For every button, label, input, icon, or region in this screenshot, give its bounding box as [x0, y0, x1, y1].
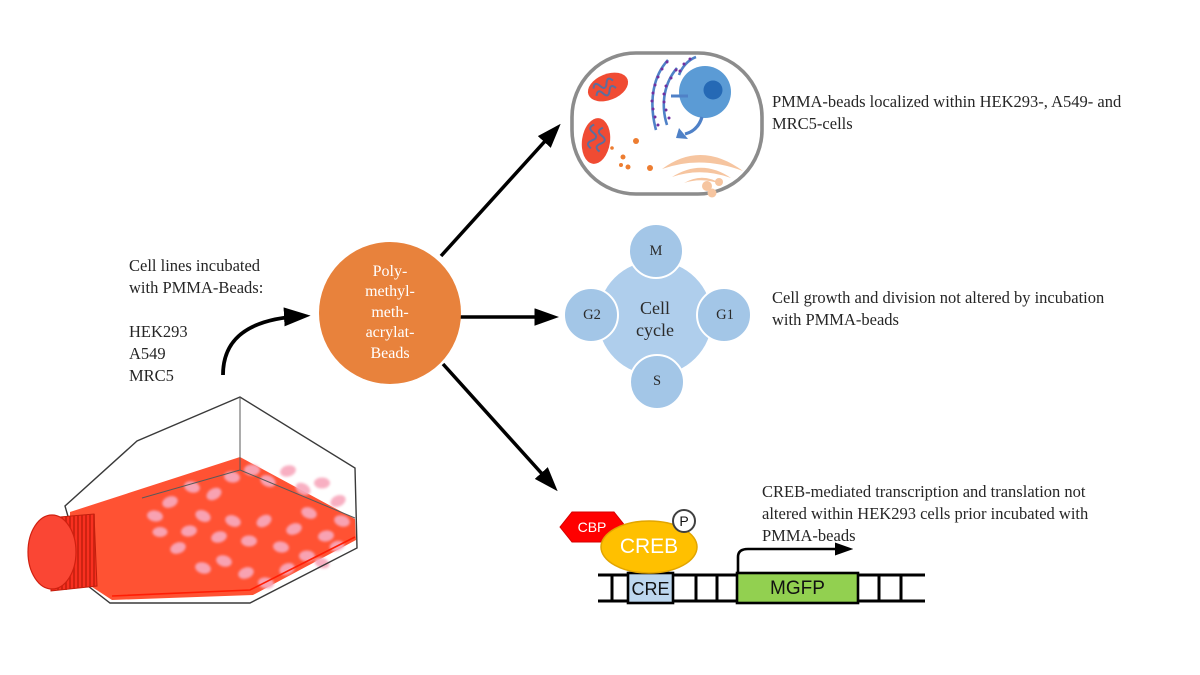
phospho-circle: [672, 509, 696, 533]
arrow-to-creb: [441, 362, 558, 492]
creb-label: CREB: [619, 535, 679, 558]
flask-medium: [70, 457, 356, 600]
mitochondrion-lower: [581, 118, 611, 164]
creb-diagram: [559, 509, 925, 605]
nucleolus: [703, 80, 723, 100]
phase-m-label: M: [649, 243, 663, 259]
cell-illustration: [570, 51, 764, 198]
localization-result-text: PMMA-beads localized within HEK293-, A54…: [772, 92, 1122, 133]
cre-box: [626, 571, 675, 605]
nucleus-hook-tip: [676, 128, 688, 139]
cell-cycle-result-text: Cell growth and division not altered by …: [772, 288, 1105, 329]
phase-g2-label: G2: [583, 307, 601, 323]
cre-label: CRE: [631, 578, 670, 599]
cbp-label: CBP: [577, 519, 607, 535]
cycle-main-circle: [598, 261, 712, 375]
flask-cap: [27, 513, 98, 592]
phase-g1-label: G1: [716, 307, 734, 323]
er-ribosomes: [650, 57, 692, 127]
phase-g2-circle: [563, 287, 619, 343]
phase-g1-circle: [696, 287, 752, 343]
cell-lines-note: Cell lines incubated with PMMA-Beads: HE…: [129, 256, 264, 385]
nucleus-hook: [684, 116, 704, 136]
flask-outline: [64, 396, 358, 604]
phospho-label: P: [679, 513, 689, 529]
creb-ellipse: [600, 520, 698, 574]
golgi-apparatus: [662, 154, 743, 198]
creb-result-text: CREB-mediated transcription and translat…: [762, 482, 1089, 545]
phase-s-circle: [629, 354, 685, 410]
culture-flask-illustration: [27, 396, 358, 604]
incubation-curved-arrow: [221, 307, 311, 376]
phase-s-label: S: [652, 373, 662, 389]
arrow-to-localization: [439, 123, 561, 258]
flask-inner-reflection: [111, 536, 356, 597]
pmma-beads-label: Poly- methyl- meth- acrylat- Beads: [365, 262, 415, 362]
pmma-beads-circle: [319, 242, 461, 384]
mgfp-box: [735, 571, 860, 605]
transcription-arrow: [736, 542, 854, 573]
flask-inner-edges: [141, 397, 356, 519]
mitochondrion-upper: [587, 72, 629, 102]
mgfp-label: MGFP: [770, 578, 825, 599]
phase-m-circle: [628, 223, 684, 279]
cell-cycle-diagram: [563, 223, 752, 410]
cell-cycle-center-label: Cell cycle: [636, 298, 674, 340]
internalized-bead-dots: [610, 138, 653, 171]
